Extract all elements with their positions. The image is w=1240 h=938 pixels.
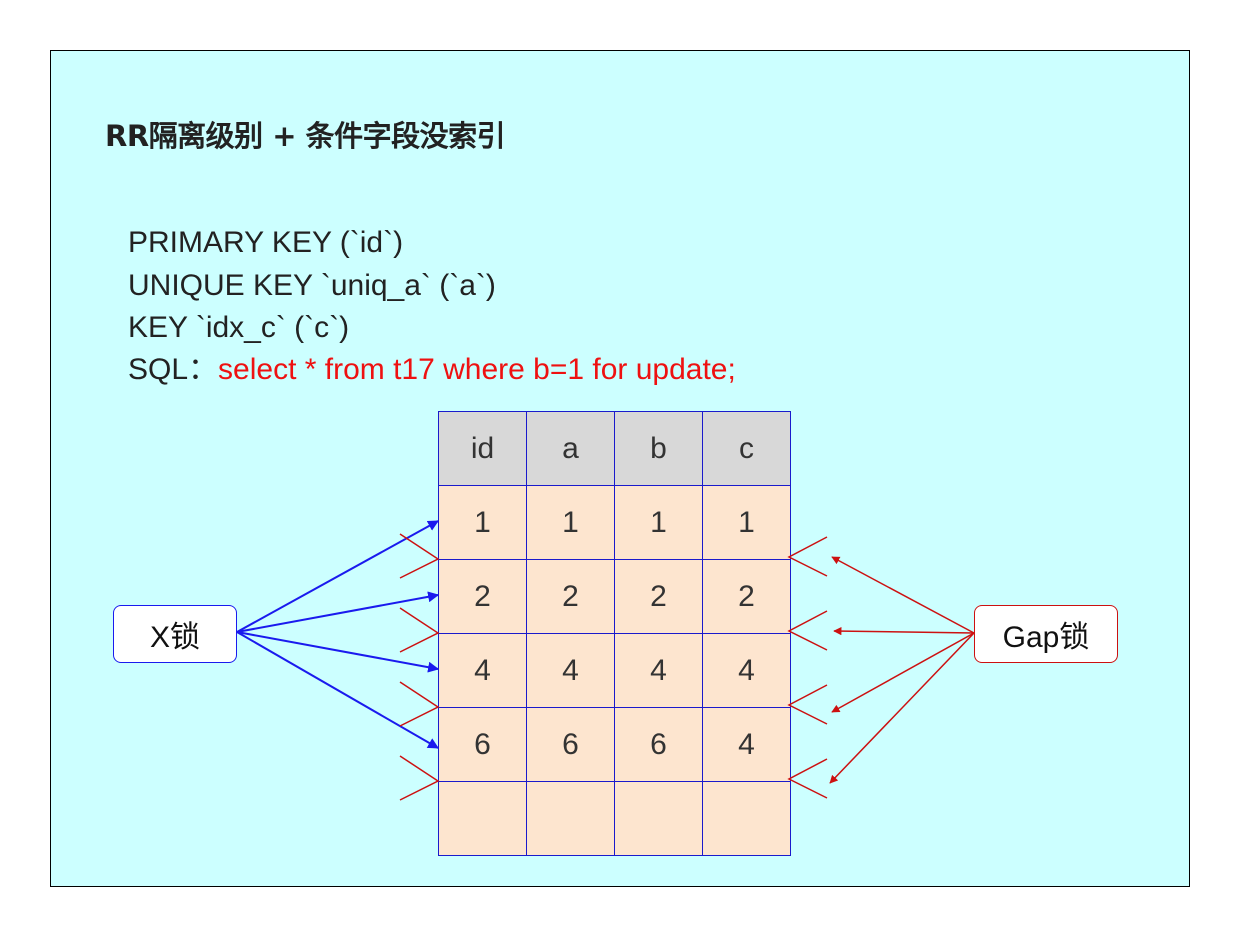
table-cell — [438, 781, 527, 856]
sql-line: SQL：select * from t17 where b=1 for upda… — [128, 355, 736, 385]
gap-lock-label-box: Gap锁 — [974, 605, 1118, 663]
table-cell: 1 — [702, 485, 791, 560]
column-header-c: c — [702, 411, 791, 486]
column-header-a: a — [526, 411, 615, 486]
x-lock-label-box: X锁 — [113, 605, 237, 663]
table-cell: 4 — [438, 633, 527, 708]
sql-label: SQL： — [128, 353, 219, 386]
table-cell: 2 — [614, 559, 703, 634]
table-cell — [526, 781, 615, 856]
table-cell: 1 — [438, 485, 527, 560]
table-cell: 6 — [614, 707, 703, 782]
record-table: id a b c 1 1 1 1 2 2 2 2 4 4 4 4 6 6 6 4 — [438, 411, 791, 856]
table-cell: 6 — [438, 707, 527, 782]
table-row: 4 4 4 4 — [438, 633, 791, 708]
table-row-empty — [438, 781, 791, 856]
index-key-line: KEY `idx_c` (`c`) — [128, 311, 350, 344]
primary-key-line: PRIMARY KEY (`id`) — [128, 226, 404, 259]
unique-key-line: UNIQUE KEY `uniq_a` (`a`) — [128, 269, 496, 302]
table-cell: 2 — [438, 559, 527, 634]
table-row: 1 1 1 1 — [438, 485, 791, 560]
column-header-id: id — [438, 411, 527, 486]
table-cell: 6 — [526, 707, 615, 782]
table-row: 2 2 2 2 — [438, 559, 791, 634]
diagram-title: RR隔离级别 + 条件字段没索引 — [105, 119, 506, 153]
table-cell: 2 — [702, 559, 791, 634]
table-header-row: id a b c — [438, 411, 791, 486]
table-cell: 2 — [526, 559, 615, 634]
table-cell — [702, 781, 791, 856]
gap-lock-label: Gap锁 — [1002, 621, 1090, 654]
sql-statement: select * from t17 where b=1 for update; — [218, 353, 736, 386]
column-header-b: b — [614, 411, 703, 486]
table-cell — [614, 781, 703, 856]
table-row: 6 6 6 4 — [438, 707, 791, 782]
table-cell: 1 — [526, 485, 615, 560]
table-cell: 4 — [526, 633, 615, 708]
table-cell: 4 — [702, 633, 791, 708]
table-cell: 4 — [614, 633, 703, 708]
table-cell: 4 — [702, 707, 791, 782]
table-cell: 1 — [614, 485, 703, 560]
x-lock-label: X锁 — [149, 621, 200, 654]
